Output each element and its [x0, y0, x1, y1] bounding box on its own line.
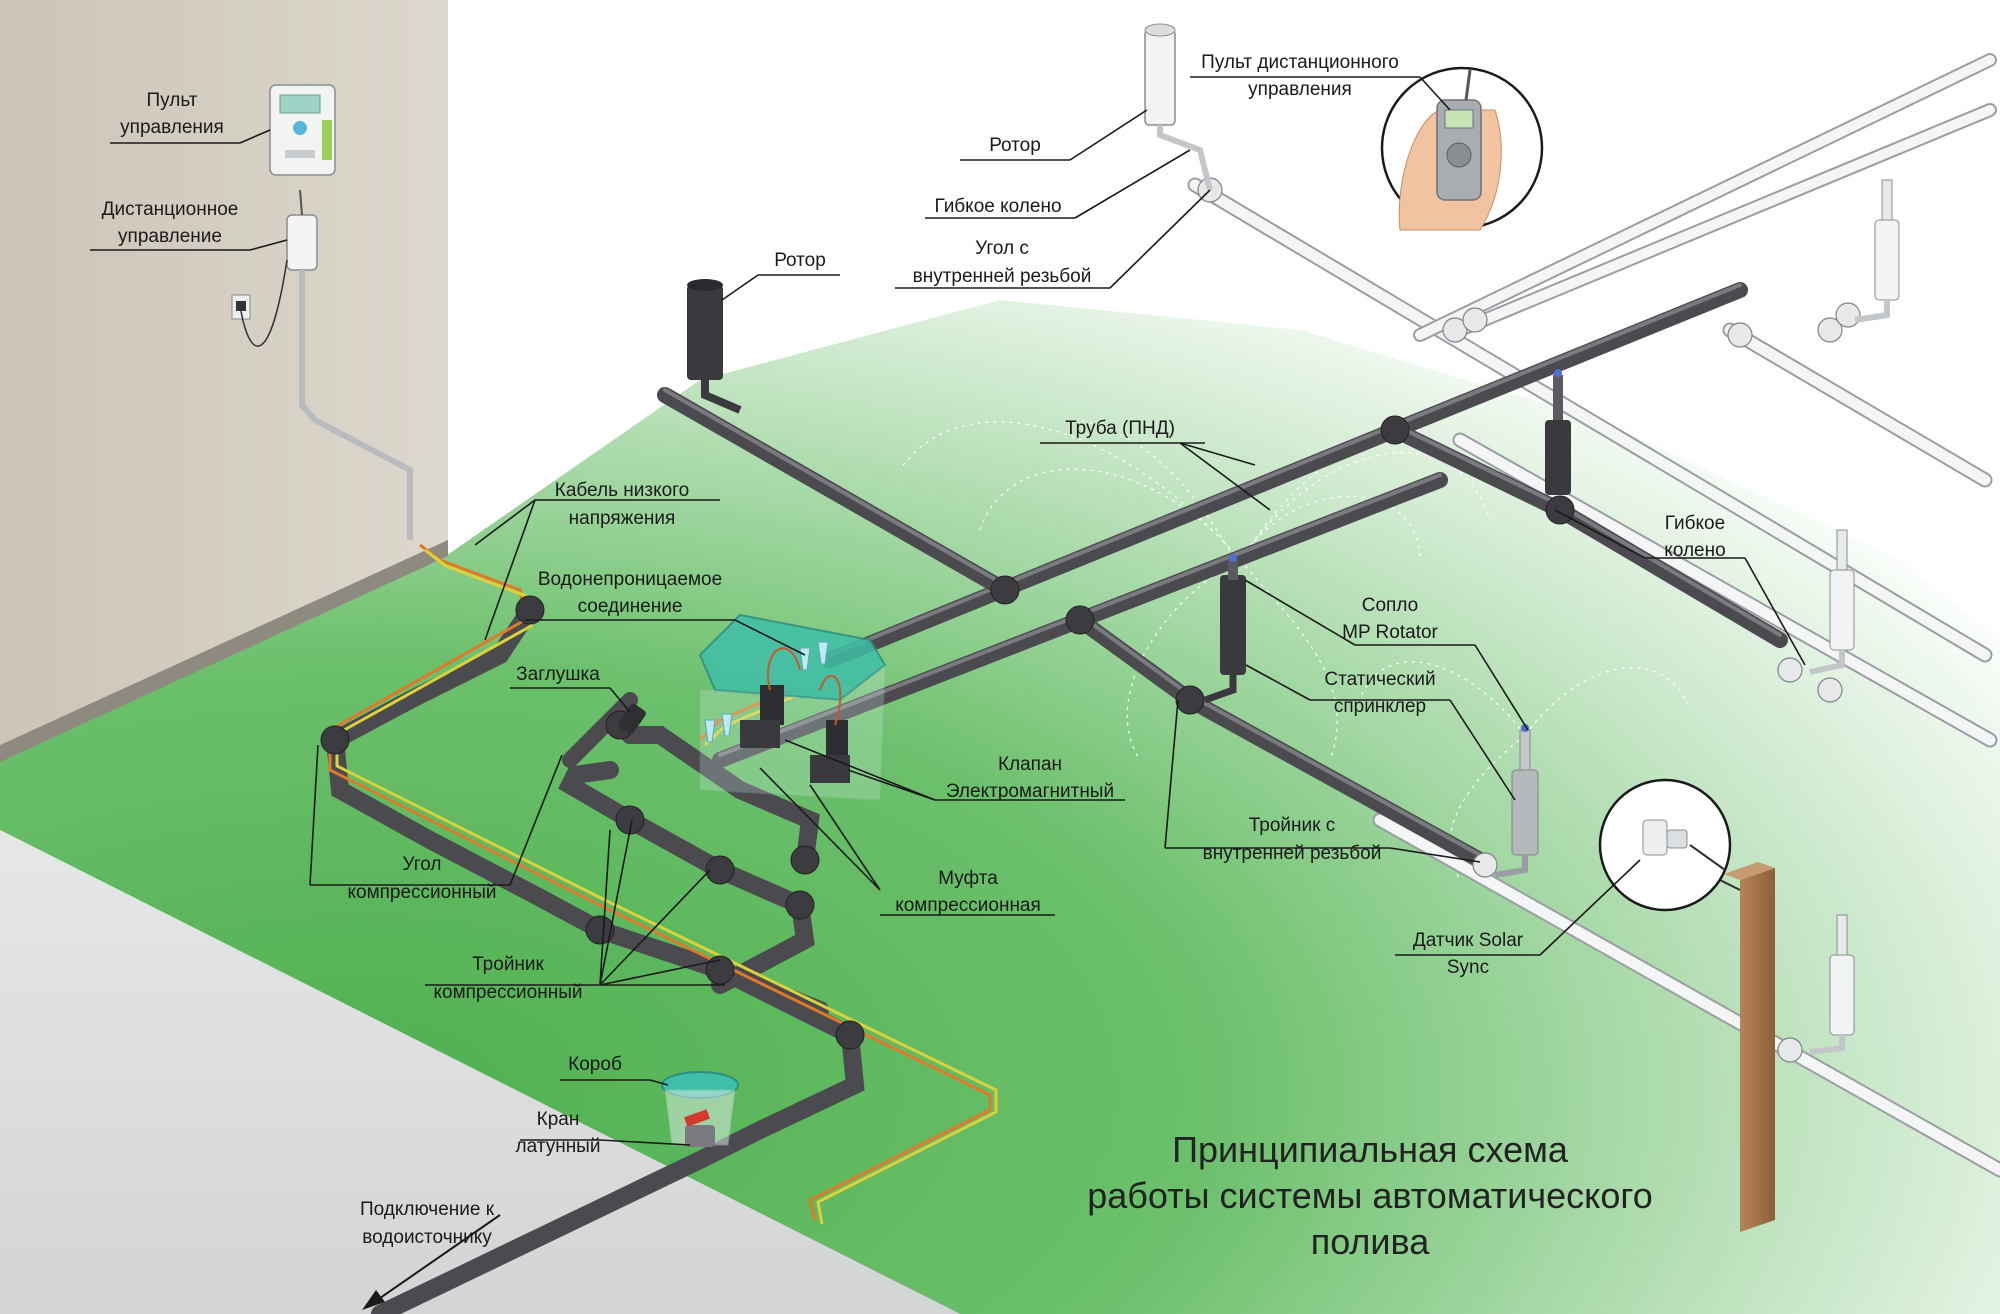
svg-text:латунный: латунный [516, 1136, 601, 1157]
svg-text:Клапан: Клапан [998, 754, 1062, 775]
wall-base [0, 540, 448, 762]
svg-text:управления: управления [1248, 79, 1352, 100]
svg-text:колено: колено [1664, 540, 1725, 561]
solenoid-valves [740, 647, 850, 783]
svg-text:напряжения: напряжения [569, 508, 676, 529]
label-rotor-top: Ротор [989, 135, 1041, 156]
label-flex-elbow-top: Гибкое колено [934, 196, 1061, 217]
title-line-3: полива [1311, 1221, 1431, 1262]
svg-text:Угол с: Угол с [975, 238, 1029, 259]
label-remote-top: Пульт дистанционного управления [1201, 52, 1399, 100]
svg-text:Сопло: Сопло [1362, 595, 1418, 616]
label-low-voltage-cable: Кабель низкого напряжения [555, 480, 690, 529]
svg-text:внутренней резьбой: внутренней резьбой [1203, 843, 1382, 864]
svg-text:MP Rotator: MP Rotator [1342, 622, 1438, 643]
controller-device [269, 84, 336, 176]
svg-text:спринклер: спринклер [1334, 696, 1426, 717]
label-compression-coupling: Муфта компрессионная [895, 868, 1041, 916]
svg-text:Дистанционное: Дистанционное [102, 199, 239, 220]
rotor-top-device [1144, 23, 1213, 191]
svg-text:Тройник: Тройник [472, 954, 544, 975]
svg-text:управления: управления [120, 117, 224, 138]
label-female-elbow: Угол с внутренней резьбой [913, 238, 1092, 287]
title-line-1: Принципиальная схема [1172, 1129, 1569, 1170]
svg-text:Кран: Кран [537, 1109, 580, 1130]
label-compression-elbow: Угол компрессионный [347, 854, 496, 903]
svg-text:Датчик Solar: Датчик Solar [1413, 930, 1524, 951]
svg-text:Кабель низкого: Кабель низкого [555, 480, 690, 501]
label-rotor-center: Ротор [774, 250, 826, 271]
popup-sprinklers-right [1809, 179, 1900, 1055]
rotor-center-device [687, 279, 742, 414]
svg-text:Угол: Угол [403, 854, 442, 875]
leader-lines [90, 76, 1806, 1310]
label-female-tee: Тройник с внутренней резьбой [1203, 815, 1382, 864]
label-water-connection: Подключение к водоисточнику [360, 1199, 495, 1248]
svg-text:соединение: соединение [578, 596, 683, 617]
lawn [0, 300, 2000, 1314]
svg-text:Пульт дистанционного: Пульт дистанционного [1201, 52, 1399, 73]
wooden-post [1699, 862, 1775, 1232]
label-box: Короб [568, 1054, 622, 1075]
label-compression-tee: Тройник компрессионный [433, 954, 582, 1003]
title-line-2: работы системы автоматического [1087, 1175, 1652, 1216]
label-control-panel: Пульт управления [120, 90, 224, 138]
label-solenoid-valve: Клапан Электромагнитный [946, 754, 1114, 802]
power-outlet [231, 259, 288, 347]
label-remote-control: Дистанционное управление [102, 199, 239, 247]
labels: Пульт управления Дистанционное управлени… [102, 52, 1726, 1248]
svg-text:Статический: Статический [1324, 669, 1435, 690]
wireless-module-device [286, 189, 413, 540]
svg-text:Электромагнитный: Электромагнитный [946, 781, 1114, 802]
mp-rotator-device [1494, 724, 1539, 878]
svg-text:компрессионный: компрессионный [347, 882, 496, 903]
valve-box [698, 613, 887, 801]
label-plug: Заглушка [516, 664, 600, 685]
label-nozzle-mp: Сопло MP Rotator [1342, 595, 1438, 643]
static-sprinkler-center [1203, 554, 1246, 704]
valve-box-small [661, 1071, 739, 1147]
solar-sync-callout [1598, 778, 1732, 912]
house-wall [0, 0, 448, 745]
svg-text:Тройник с: Тройник с [1249, 815, 1335, 836]
svg-text:внутренней резьбой: внутренней резьбой [913, 266, 1092, 287]
svg-text:управление: управление [118, 226, 222, 247]
svg-text:водоисточнику: водоисточнику [362, 1227, 492, 1248]
devices [231, 23, 1900, 1232]
remote-callout [1380, 66, 1544, 231]
svg-text:Подключение к: Подключение к [360, 1199, 495, 1220]
svg-text:Водонепроницаемое: Водонепроницаемое [538, 569, 722, 590]
paved-ground [0, 830, 960, 1314]
svg-text:Муфта: Муфта [938, 868, 998, 889]
diagram-title: Принципиальная схема работы системы авто… [1087, 1129, 1652, 1262]
svg-text:компрессионный: компрессионный [433, 982, 582, 1003]
label-brass-valve: Кран латунный [516, 1109, 601, 1157]
svg-text:Пульт: Пульт [147, 90, 198, 111]
label-pipe-hdpe: Труба (ПНД) [1065, 418, 1175, 439]
label-flex-elbow-right: Гибкое колено [1664, 513, 1725, 561]
label-solar-sync: Датчик Solar Sync [1413, 930, 1524, 978]
end-plug [618, 703, 646, 735]
label-waterproof-connection: Водонепроницаемое соединение [538, 569, 722, 617]
label-static-sprinkler: Статический спринклер [1324, 669, 1435, 717]
static-sprinkler-right [1545, 369, 1571, 495]
svg-text:Гибкое: Гибкое [1665, 513, 1725, 534]
svg-text:компрессионная: компрессионная [895, 895, 1041, 916]
svg-text:Sync: Sync [1447, 957, 1489, 978]
